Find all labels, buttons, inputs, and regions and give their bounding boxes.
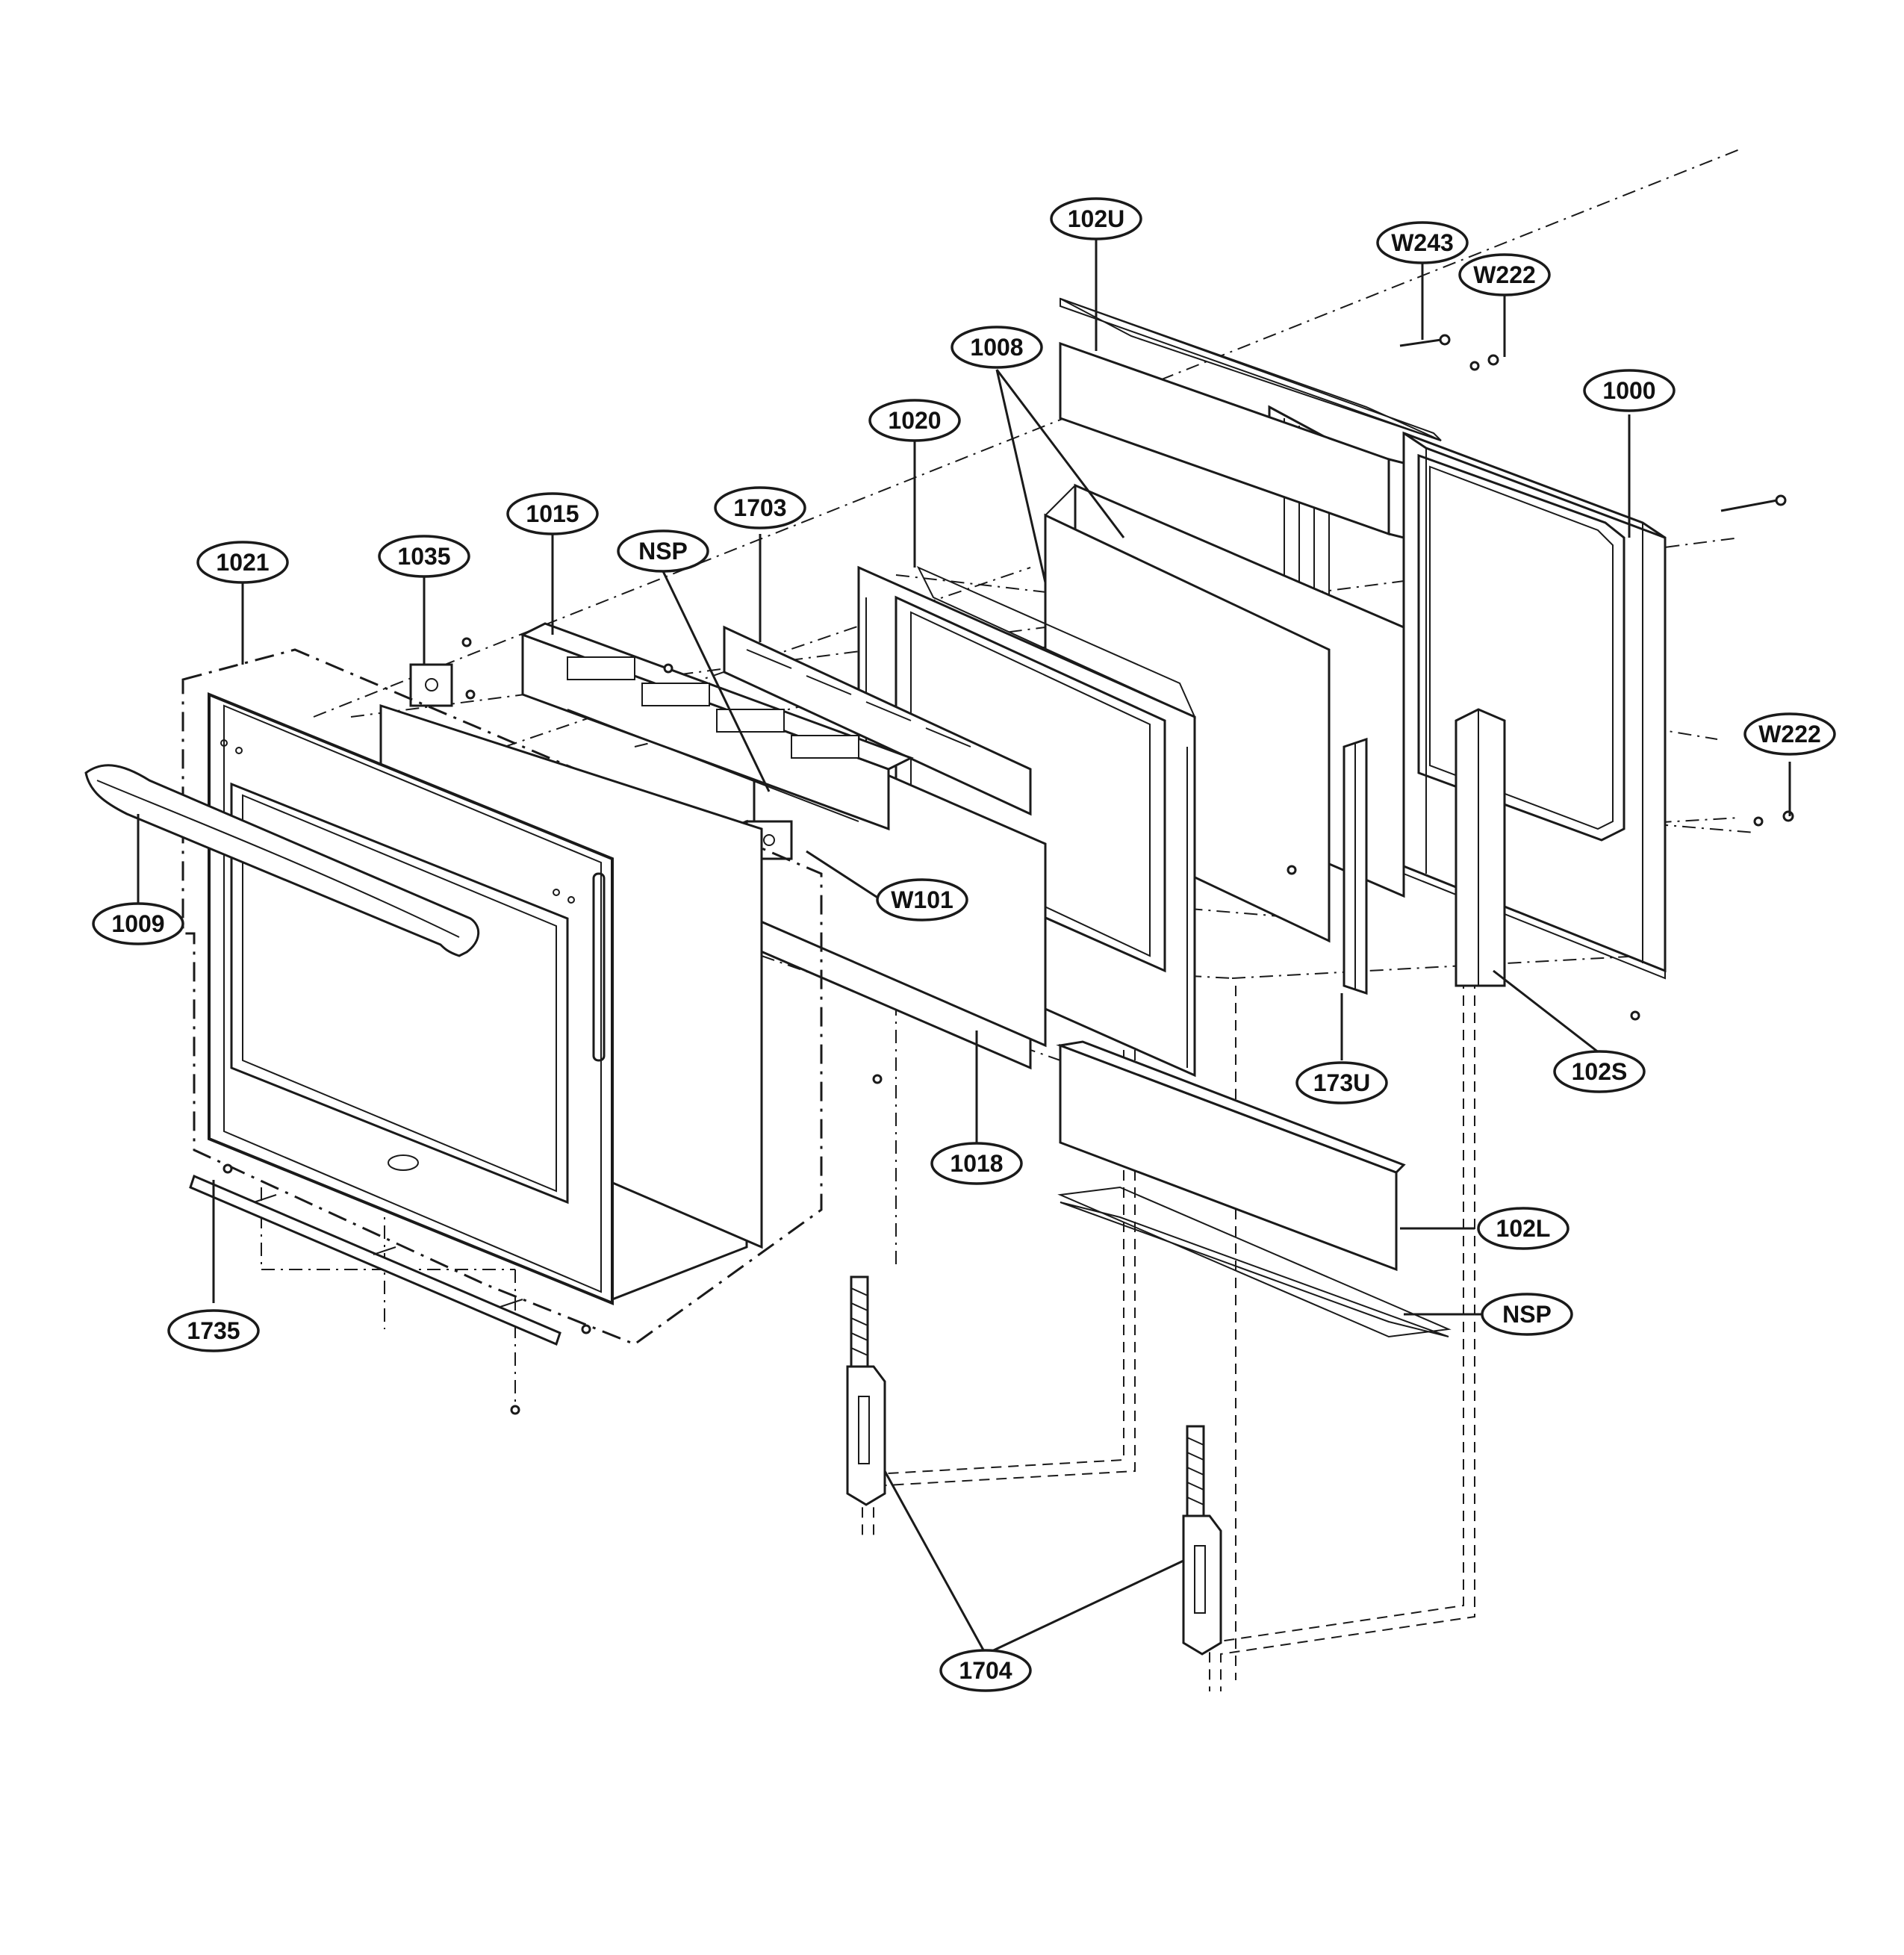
callout-label-1703: 1703 [714,486,806,529]
callout-label-102U: 102U [1050,197,1142,240]
svg-text:1015: 1015 [526,500,579,527]
callout-label-W222-upper: W222 [1458,253,1551,296]
screws [223,334,1794,1415]
callout-label-1020: 1020 [868,399,961,442]
svg-text:W222: W222 [1758,721,1821,748]
svg-text:NSP: NSP [1502,1301,1552,1328]
svg-text:1704: 1704 [959,1657,1012,1684]
handle-1009 [84,764,480,957]
svg-text:102L: 102L [1496,1215,1551,1242]
callout-label-1704: 1704 [939,1649,1032,1692]
callout-label-1735: 1735 [167,1309,260,1352]
callout-label-W101: W101 [876,878,968,921]
rear-frame-1000 [1402,431,1667,980]
insulation-102L [1056,1040,1452,1338]
bracket-panel-1015 [520,622,914,831]
svg-text:1008: 1008 [970,334,1023,361]
callout-label-W222-lower: W222 [1743,712,1836,756]
insulation-102U [1059,297,1442,539]
hinge-1704-left [846,1275,886,1506]
svg-text:W243: W243 [1391,229,1454,256]
insulation-102S [1455,708,1506,987]
svg-text:W101: W101 [891,886,953,913]
svg-text:1000: 1000 [1602,377,1655,404]
callout-label-1015: 1015 [506,492,599,535]
leader-lines [137,239,1791,1656]
callout-label-1018: 1018 [930,1142,1023,1185]
svg-text:NSP: NSP [638,538,688,565]
svg-text:1021: 1021 [216,549,269,576]
callout-label-1035: 1035 [378,535,470,578]
glass-seal-173U [1343,737,1368,995]
svg-text:1035: 1035 [397,543,450,570]
svg-text:1703: 1703 [733,494,786,521]
callout-label-173U: 173U [1295,1061,1388,1104]
svg-text:1009: 1009 [111,910,164,937]
callout-label-1008: 1008 [951,326,1043,369]
svg-text:173U: 173U [1313,1069,1371,1096]
callout-label-102S: 102S [1553,1050,1646,1093]
svg-text:W222: W222 [1473,261,1536,288]
svg-text:102S: 102S [1572,1058,1628,1085]
svg-text:1735: 1735 [187,1317,240,1344]
trim-1735 [189,1174,561,1346]
svg-text:1020: 1020 [888,407,941,434]
hinge-block-1035 [409,663,453,707]
svg-text:102U: 102U [1068,205,1125,232]
outer-door-1021 [181,648,823,1346]
callout-label-1021: 1021 [196,541,289,584]
callout-label-1009: 1009 [92,902,184,945]
callout-label-nsp-upper: NSP [617,529,709,573]
svg-text:1018: 1018 [950,1150,1003,1177]
callout-label-nsp-lower: NSP [1481,1293,1573,1336]
callout-label-1000: 1000 [1583,369,1676,412]
hinge-1704-right [1182,1425,1222,1656]
callout-label-102L: 102L [1477,1207,1569,1250]
callout-label-W243: W243 [1376,221,1469,264]
